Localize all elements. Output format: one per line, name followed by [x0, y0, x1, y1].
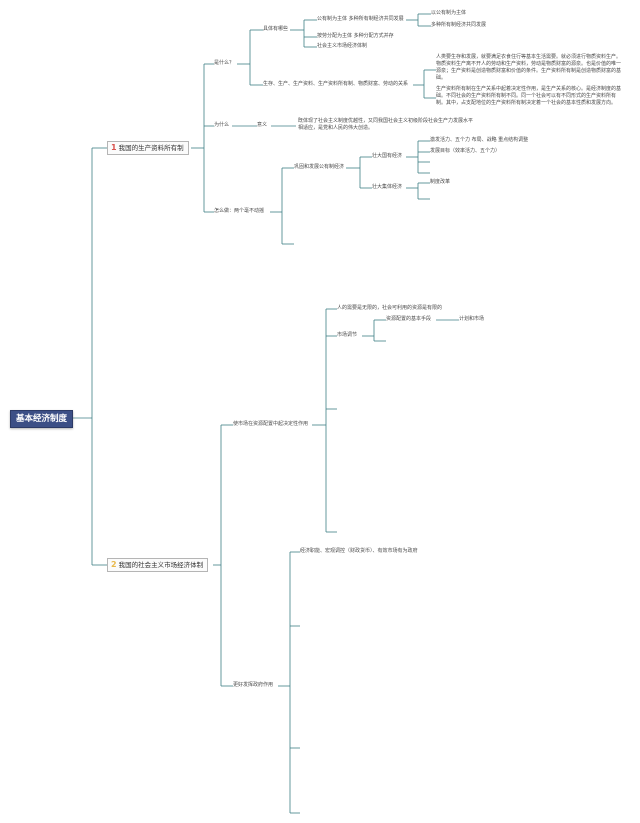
consolidate-public-node[interactable]: 巩固和发展公有制经济 — [294, 164, 345, 170]
root-node[interactable]: 基本经济制度 — [10, 410, 73, 428]
market-system-node[interactable]: 社会主义市场经济体制 — [317, 43, 368, 49]
what-node[interactable]: 是什么？ — [214, 60, 235, 66]
how-node[interactable]: 怎么做：两个毫不动摇 — [214, 208, 265, 214]
market-regulation-node[interactable]: 市场调节 — [337, 332, 358, 338]
plan-and-market-node[interactable]: 计划和市场 — [459, 316, 485, 322]
distribution-node[interactable]: 按劳分配为主体 多种分配方式并存 — [317, 33, 394, 39]
basic-means-node[interactable]: 资源配置的基本手段 — [386, 316, 432, 322]
meaning-text: 既体现了社会主义制度优越性，又同我国社会主义初级阶段社会生产力发展水平相适应，是… — [298, 118, 474, 131]
relation-text-2: 生产资料所有制在生产关系中起着决定性作用，是生产关系的核心。是经济制度的基础。不… — [436, 86, 622, 106]
section-1-number: 1 — [111, 143, 117, 152]
needs-resources-node[interactable]: 人的需要是无限的，社会可利用的资源是有限的 — [337, 305, 443, 311]
relation-node[interactable]: 生存、生产、生产资料、生产资料所有制、物质财富、劳动的关系 — [263, 81, 409, 87]
state-economy-node[interactable]: 壮大国有经济 — [372, 153, 403, 159]
collective-economy-item-1[interactable]: 制度改革 — [430, 179, 451, 185]
economic-functions-node[interactable]: 经济职能、宏观调控（财政货币）、有效市场有为政府 — [300, 548, 418, 554]
public-ownership-node[interactable]: 公有制为主体 多种所有制经济共同发展 — [317, 16, 404, 22]
why-node[interactable]: 为什么 — [214, 122, 230, 128]
collective-economy-node[interactable]: 壮大集体经济 — [372, 184, 403, 190]
relation-text-1: 人类要生存和发展，就要满足衣食住行等基本生活需要。就必须进行物质资料生产。物质资… — [436, 54, 622, 81]
government-role-node[interactable]: 更好发挥政府作用 — [233, 682, 274, 688]
public-ownership-main-node[interactable]: 以公有制为主体 — [431, 10, 467, 16]
multiple-ownership-node[interactable]: 多种所有制经济共同发展 — [431, 22, 487, 28]
section-1-label: 我国的生产资料所有制 — [118, 144, 184, 152]
meaning-node[interactable]: 意义 — [257, 122, 268, 128]
specific-node[interactable]: 具体有哪些 — [263, 26, 289, 32]
section-2-number: 2 — [111, 560, 117, 569]
state-economy-item-2[interactable]: 发展目标（效率活力、五个力） — [430, 148, 501, 154]
market-decisive-node[interactable]: 使市场在资源配置中起决定性作用 — [233, 421, 309, 427]
section-2-label: 我国的社会主义市场经济体制 — [118, 561, 204, 569]
state-economy-item-1[interactable]: 激发活力、五个力 布局、战略 重点结构调整 — [430, 137, 529, 143]
